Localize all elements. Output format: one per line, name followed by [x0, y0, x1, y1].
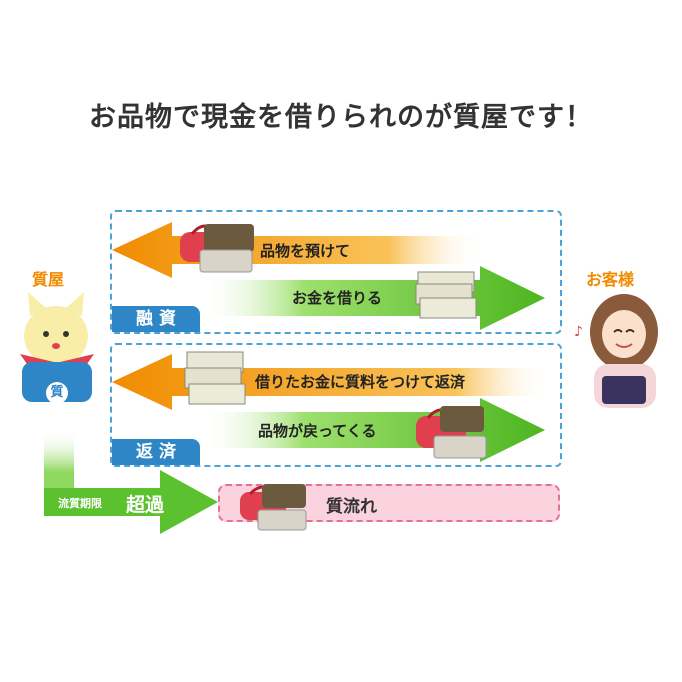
- handbag-wallet-icon: [416, 406, 487, 459]
- customer-label: お客様: [586, 270, 635, 289]
- page-title: お品物で現金を借りられのが質屋です！: [89, 102, 593, 133]
- repay-section-frame: [110, 343, 562, 467]
- overdue-path-arrow: [44, 430, 218, 534]
- loan-arrow-left-label: 品物を預けて: [260, 242, 351, 260]
- handbag-wallet-icon: [240, 484, 307, 531]
- loan-arrow-right-label: お金を借りる: [292, 289, 383, 307]
- repay-tag: 返 済: [112, 439, 200, 465]
- customer-woman-icon: ♪: [574, 294, 658, 408]
- svg-text:♪: ♪: [574, 324, 583, 340]
- forfeit-label: 質流れ: [326, 497, 377, 517]
- handbag-wallet-icon: [180, 224, 254, 273]
- cash-bundle-icon: [415, 271, 477, 319]
- pawnshop-label: 質屋: [32, 270, 65, 289]
- overdue-small-label: 流質期限: [58, 497, 102, 510]
- repay-arrow-left-label: 借りたお金に質料をつけて返済: [255, 373, 466, 391]
- loan-tag: 融 資: [112, 306, 200, 332]
- loan-section-frame: [110, 210, 562, 334]
- mascot-badge: 質: [46, 382, 68, 404]
- cash-bundle-icon: [184, 351, 246, 405]
- repay-arrow-right-label: 品物が戻ってくる: [258, 422, 377, 440]
- overdue-big-label: 超過: [126, 494, 165, 516]
